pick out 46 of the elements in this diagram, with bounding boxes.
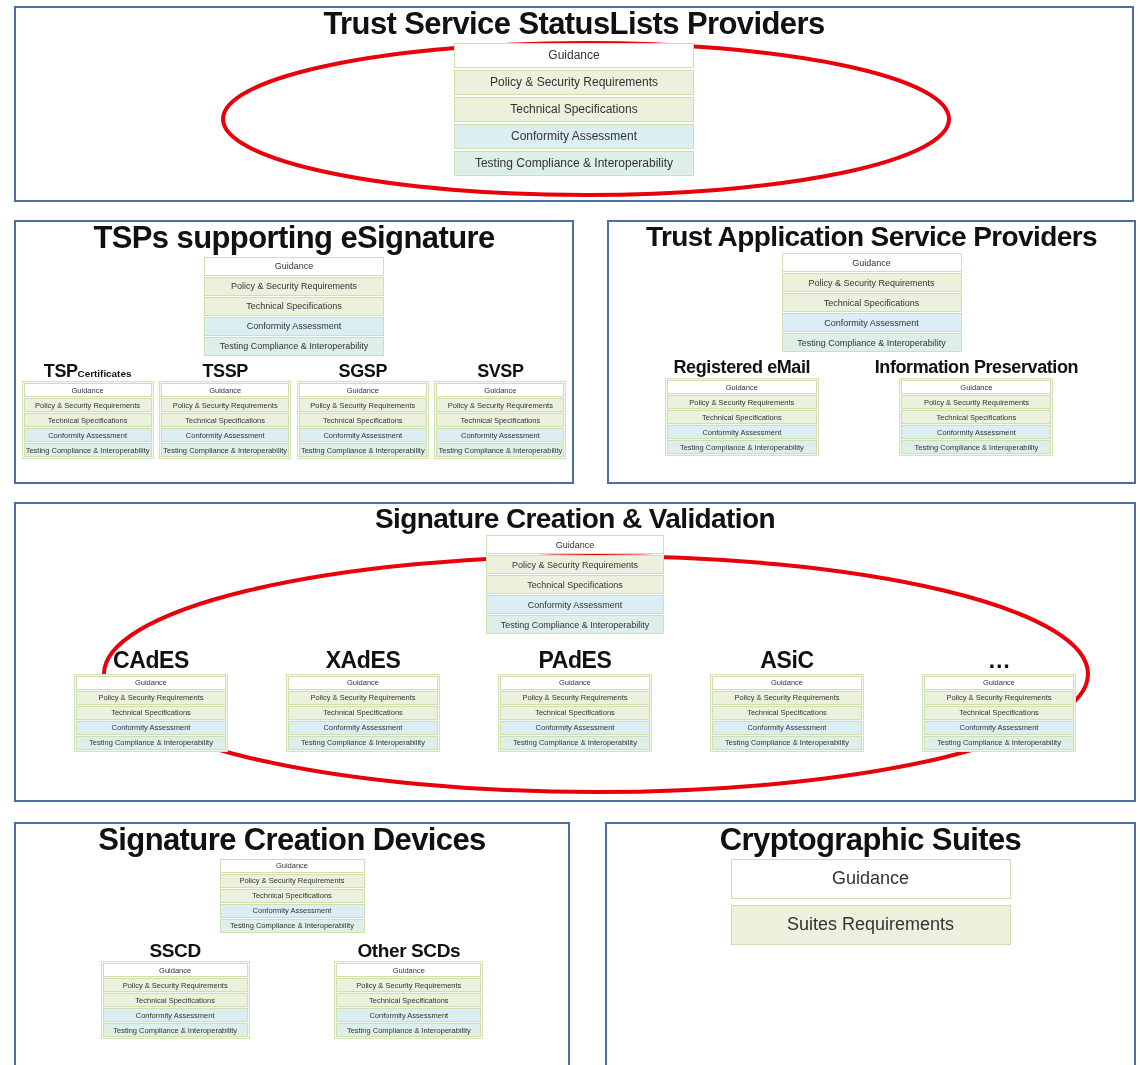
requirement-row: Conformity Assessment [204,316,384,336]
section-panel [14,822,570,1065]
stack-heading: TSSP [202,361,248,382]
requirement-row: Testing Compliance & Interoperability [781,333,962,353]
requirement-row: Guidance [486,535,664,555]
requirement-row: Testing Compliance & Interoperability [454,150,694,176]
stack-heading: XAdES [325,648,401,674]
stack-heading: SSCD [149,940,201,962]
stack-heading: ASiC [760,648,814,674]
section-panel [14,220,574,484]
requirement-row: Policy & Security Requirements [204,276,384,296]
requirement-row: Guidance [204,256,384,276]
requirement-row: Policy & Security Requirements [454,69,694,95]
stack-heading: SGSP [338,361,387,382]
section-title: Trust Service StatusLists Providers [323,8,825,41]
stack-heading: … [987,648,1011,674]
requirement-row: Guidance [454,42,694,68]
section-title: Signature Creation Devices [98,824,486,857]
section-title: Trust Application Service Providers [646,222,1097,252]
section-panel [607,220,1136,484]
requirement-row: Guidance [730,858,1011,899]
stack-heading: PAdES [538,648,612,674]
stack-heading: Registered eMail [673,358,811,379]
section-panel [605,822,1136,1065]
requirement-row: Technical Specifications [204,296,384,316]
requirement-row: Technical Specifications [486,575,664,595]
stack-heading: Information Preservation [874,358,1079,379]
stack-heading: Other SCDs [357,940,461,962]
section-panel [14,502,1136,802]
requirement-row: Conformity Assessment [781,313,962,333]
requirement-row: Technical Specifications [781,293,962,313]
requirement-row: Policy & Security Requirements [486,555,664,575]
requirement-row: Policy & Security Requirements [781,273,962,293]
requirement-row: Conformity Assessment [454,123,694,149]
requirement-row: Suites Requirements [730,904,1011,945]
section-title: TSPs supporting eSignature [93,222,495,255]
requirement-row: Guidance [781,253,962,273]
section-title: Cryptographic Suites [719,824,1022,857]
requirement-row: Conformity Assessment [486,595,664,615]
stack-heading: CAdES [113,648,189,674]
requirement-row: Testing Compliance & Interoperability [204,336,384,356]
section-title: Signature Creation & Validation [375,504,775,534]
requirement-row: Testing Compliance & Interoperability [486,615,664,635]
requirement-row: Technical Specifications [454,96,694,122]
stack-heading: SVSP [477,361,524,382]
section-panel [14,6,1134,202]
